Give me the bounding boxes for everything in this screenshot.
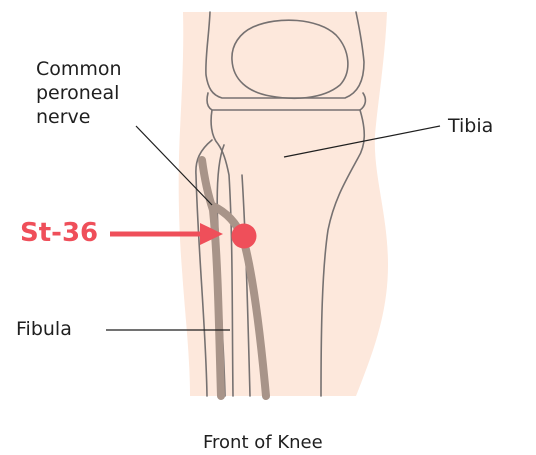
st36-point xyxy=(232,224,257,249)
diagram-caption: Front of Knee xyxy=(203,431,323,455)
fibula-label: Fibula xyxy=(16,317,72,341)
tibia-label: Tibia xyxy=(448,114,493,138)
point-label: St-36 xyxy=(20,218,98,248)
nerve-label: Common peroneal nerve xyxy=(36,57,122,129)
